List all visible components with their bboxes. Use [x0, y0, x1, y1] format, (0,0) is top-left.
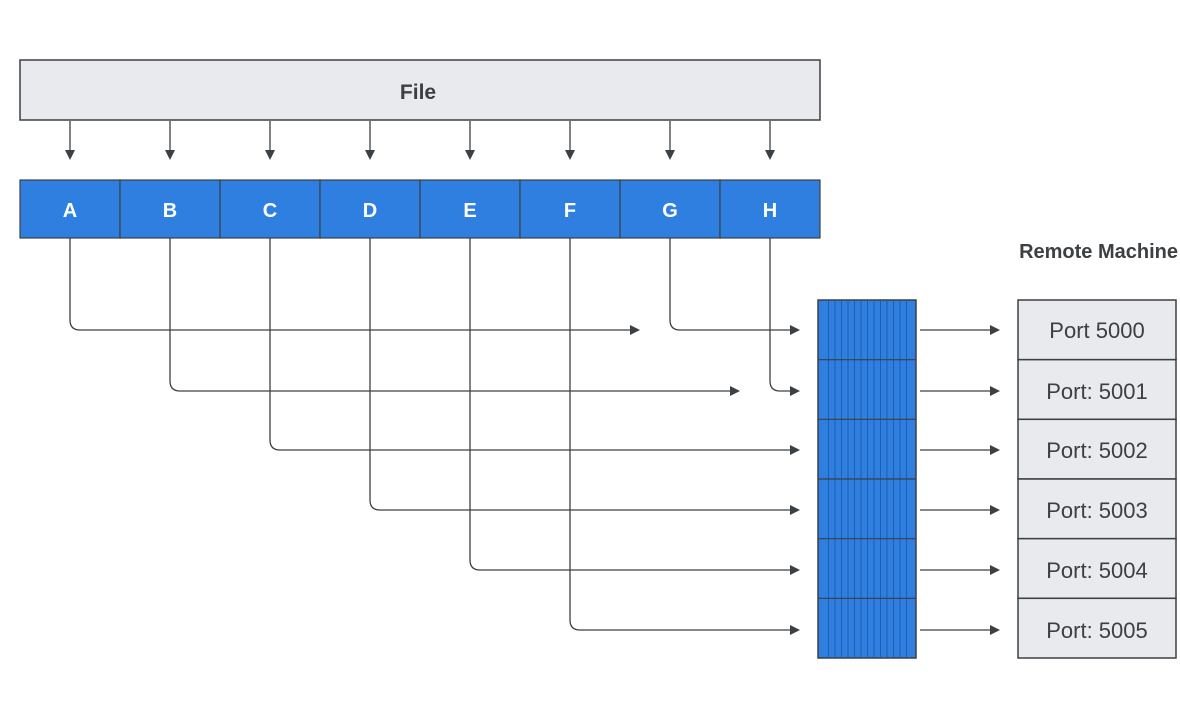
port-0: Port 5000 — [1017, 299, 1177, 361]
route-arrow-d — [790, 505, 800, 515]
down-arrow-head-g — [665, 150, 675, 160]
remote-machine-title: Remote Machine — [1019, 241, 1178, 263]
port-2: Port: 5002 — [1017, 418, 1177, 480]
route-arrow-b — [730, 386, 740, 396]
chunk-g: G — [619, 179, 721, 239]
chunk-label-f: F — [564, 200, 576, 222]
route-arrow-g — [790, 325, 800, 335]
port-arrow-head-1 — [990, 386, 1000, 396]
down-arrow-head-c — [265, 150, 275, 160]
down-arrow-head-b — [165, 150, 175, 160]
route-line-h — [769, 238, 791, 392]
down-arrow-head-d — [365, 150, 375, 160]
chunk-box-f — [519, 179, 621, 239]
chunk-label-g: G — [662, 200, 678, 222]
down-arrow-head-a — [65, 150, 75, 160]
chunk-row: A B C D E F G H — [19, 179, 821, 239]
route-line-f — [569, 238, 791, 631]
file-box — [19, 59, 821, 121]
file-label: File — [400, 81, 436, 104]
file-block: File — [19, 59, 821, 121]
chunk-e: E — [419, 179, 521, 239]
port-label: Port: 5003 — [1046, 498, 1148, 523]
port-box — [1017, 597, 1177, 659]
chunk-b: B — [119, 179, 221, 239]
port-arrow-head-0 — [990, 325, 1000, 335]
down-arrow-head-h — [765, 150, 775, 160]
chunk-label-b: B — [163, 200, 177, 222]
chunk-box-g — [619, 179, 721, 239]
route-arrow-f — [790, 625, 800, 635]
route-line-g — [669, 238, 791, 331]
down-arrow-head-f — [565, 150, 575, 160]
port-box — [1017, 358, 1177, 421]
port-1: Port: 5001 — [1017, 358, 1177, 421]
port-label: Port: 5002 — [1046, 438, 1148, 463]
port-arrow-head-4 — [990, 565, 1000, 575]
port-arrow-head-2 — [990, 445, 1000, 455]
port-label: Port: 5001 — [1046, 379, 1148, 404]
route-arrow-a — [630, 325, 640, 335]
chunk-f: F — [519, 179, 621, 239]
port-box — [1017, 418, 1177, 480]
port-5: Port: 5005 — [1017, 597, 1177, 659]
send-buffer — [817, 299, 917, 659]
down-arrow-head-e — [465, 150, 475, 160]
buffer-to-port-arrows — [920, 325, 1000, 635]
route-arrow-e — [790, 565, 800, 575]
port-label: Port: 5005 — [1046, 618, 1148, 643]
chunk-label-c: C — [263, 200, 277, 222]
chunk-label-e: E — [463, 200, 476, 222]
chunk-label-h: H — [763, 200, 777, 222]
route-line-e — [469, 238, 791, 571]
port-box — [1017, 478, 1177, 540]
chunk-box-e — [419, 179, 521, 239]
file-to-chunk-arrows — [65, 121, 775, 160]
chunk-h: H — [719, 179, 821, 239]
chunk-label-a: A — [63, 200, 77, 222]
chunk-label-d: D — [363, 200, 377, 222]
port-box — [1017, 299, 1177, 361]
route-line-a — [69, 238, 631, 331]
port-box — [1017, 537, 1177, 600]
route-arrow-h — [790, 386, 800, 396]
route-line-b — [169, 238, 731, 392]
port-label: Port: 5004 — [1046, 558, 1148, 583]
port-arrow-head-3 — [990, 505, 1000, 515]
chunk-c: C — [219, 179, 321, 239]
chunk-d: D — [319, 179, 421, 239]
route-line-d — [369, 238, 791, 511]
port-3: Port: 5003 — [1017, 478, 1177, 540]
port-arrow-head-5 — [990, 625, 1000, 635]
routing-lines — [69, 238, 800, 635]
route-arrow-c — [790, 445, 800, 455]
route-line-c — [269, 238, 791, 451]
port-label: Port 5000 — [1049, 318, 1144, 343]
chunk-a: A — [19, 179, 121, 239]
port-4: Port: 5004 — [1017, 537, 1177, 600]
